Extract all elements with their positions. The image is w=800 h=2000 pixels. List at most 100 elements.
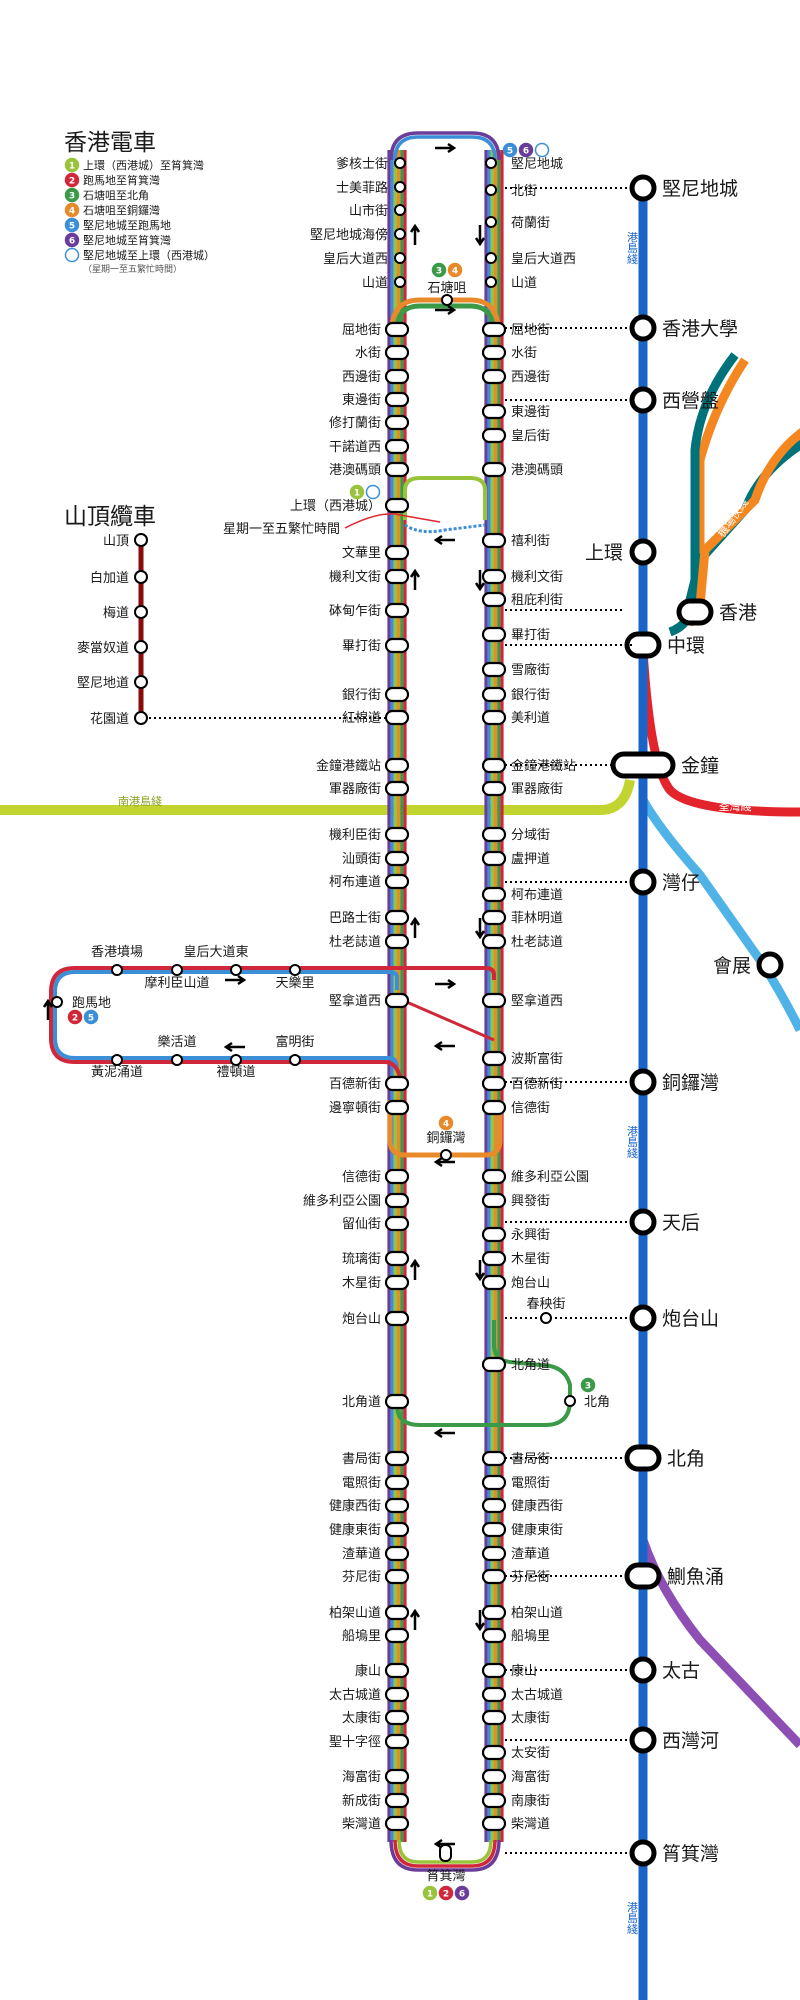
tram-stop-name: 康山 <box>355 1663 381 1679</box>
tram-stop-name: 銀行街 <box>342 688 381 703</box>
legend-route-number: 2 <box>69 177 75 187</box>
legend-route-badge <box>64 157 80 173</box>
mtr-station-name: 西營盤 <box>662 390 719 412</box>
tram-stop <box>485 276 497 288</box>
east-rail-line <box>639 797 800 1033</box>
tram-stop <box>481 1709 507 1726</box>
tram-stop-name: 柯布連道 <box>329 875 381 890</box>
tram-stop-name: 士美菲路 <box>336 180 388 196</box>
mtr-station-name: 堅尼地城 <box>662 178 738 200</box>
mtr-station-marker <box>624 1562 662 1590</box>
peak-tram-station-name: 白加道 <box>90 570 129 586</box>
tram-stop <box>384 1450 410 1467</box>
tram-stop <box>394 157 406 169</box>
direction-arrow <box>223 1041 245 1053</box>
tram-stop <box>384 1310 410 1327</box>
direction-arrow <box>474 1610 486 1632</box>
tram-stop-name: 炮台山 <box>342 1312 381 1327</box>
route-number-badge <box>438 1115 454 1131</box>
direction-arrow <box>409 223 421 245</box>
tram-stop-name: 南康街 <box>511 1793 550 1809</box>
mtr-station-marker <box>756 951 784 979</box>
route-number: 1 <box>427 1890 433 1900</box>
tram-stop <box>384 1568 410 1585</box>
tram-stop <box>481 1274 507 1291</box>
mtr-station-name: 太古 <box>662 1660 700 1682</box>
tram-stop <box>111 1054 123 1066</box>
direction-arrow <box>433 1040 455 1052</box>
tram-stop-name: 雪廠街 <box>511 662 550 678</box>
legend-route-badge <box>64 172 80 188</box>
tram-stop <box>384 368 410 385</box>
tram-stop-name: 汕頭街 <box>342 852 381 867</box>
tram-stop <box>289 964 301 976</box>
tram-stop <box>481 568 507 585</box>
mtr-station-name: 會展 <box>713 955 751 977</box>
tram-stop-name: 干諾道西 <box>329 439 381 455</box>
legend-route-number: 7 <box>69 252 75 262</box>
peak-hour-note: 星期一至五繁忙時間 <box>223 521 340 537</box>
tram-stop <box>384 1604 410 1621</box>
shek-tong-tsui-loop <box>394 303 496 331</box>
tram-stop-name: 租庇利街 <box>511 593 563 608</box>
mtr-station-marker <box>629 1726 657 1754</box>
route-number-badge <box>502 142 518 158</box>
tram-stop-name: 百德新街 <box>329 1076 381 1092</box>
tram-stop <box>384 909 410 926</box>
tram-stop-name: 金鐘港鐵站 <box>511 758 576 774</box>
kennedy-town-loop <box>393 135 497 161</box>
tram-stop <box>384 873 410 890</box>
route-number: 3 <box>436 267 442 277</box>
legend-route-text: 堅尼地城至跑馬地 <box>83 218 171 232</box>
tram-stop <box>384 414 410 431</box>
happy-valley-loop <box>49 966 496 1091</box>
tram-stop <box>485 184 497 196</box>
tram-stop <box>51 996 63 1008</box>
tram-stop-name: 紅棉道 <box>342 711 381 726</box>
tram-stop-name: 東邊街 <box>342 392 381 408</box>
tram-stop-name: 永興街 <box>511 1228 550 1243</box>
legend-route-badge <box>64 217 80 233</box>
legend-route-number: 4 <box>69 207 75 217</box>
tram-stop <box>394 252 406 264</box>
tram-stop <box>481 1604 507 1621</box>
tram-stop <box>481 1450 507 1467</box>
peak-tram-station-name: 堅尼地道 <box>77 676 129 691</box>
tram-stop-name: 船塢里 <box>342 1628 381 1644</box>
tram-stop <box>481 1815 507 1832</box>
tram-stop <box>439 1844 452 1862</box>
tram-stop-name: 香港墳場 <box>91 945 143 960</box>
tram-stop-name: 柴灣道 <box>511 1817 550 1832</box>
mtr-station-marker <box>629 386 657 414</box>
tram-stop-name: 百德新街 <box>511 1076 563 1092</box>
tram-stop <box>481 427 507 444</box>
island-line-label: 港島綫 <box>626 1901 639 1935</box>
tram-stop-name: 山道 <box>511 276 537 291</box>
tram-stop-name: 盧押道 <box>511 852 550 867</box>
peak-tram-station-name: 山頂 <box>103 534 129 549</box>
tram-stop <box>384 1215 410 1232</box>
tram-stop <box>481 368 507 385</box>
tram-stop-name: 軍器廠街 <box>511 781 563 797</box>
tram-stop-name: 柏架山道 <box>511 1606 563 1621</box>
route-number: 4 <box>443 1120 449 1130</box>
north-point-loop <box>395 1399 572 1427</box>
route-number-badge <box>67 1009 83 1025</box>
tram-stop-name: 皇后街 <box>511 429 550 444</box>
western-market-loop <box>403 476 487 520</box>
tram-stop-name: 西邊街 <box>511 370 550 385</box>
tram-stop <box>481 532 507 549</box>
tram-stop <box>384 826 410 843</box>
tram-stop <box>384 1497 410 1514</box>
peak-tram-station <box>134 675 148 689</box>
tram-stop-name: 健康西街 <box>511 1498 563 1514</box>
tram-stop <box>384 686 410 703</box>
mtr-station-marker <box>629 174 657 202</box>
tram-stop <box>384 1662 410 1679</box>
tram-stop <box>384 438 410 455</box>
tram-stop-name: 木星街 <box>342 1276 381 1291</box>
peak-tram-station-name: 花園道 <box>90 711 129 727</box>
tram-stop-name: 柴灣道 <box>342 1817 381 1832</box>
